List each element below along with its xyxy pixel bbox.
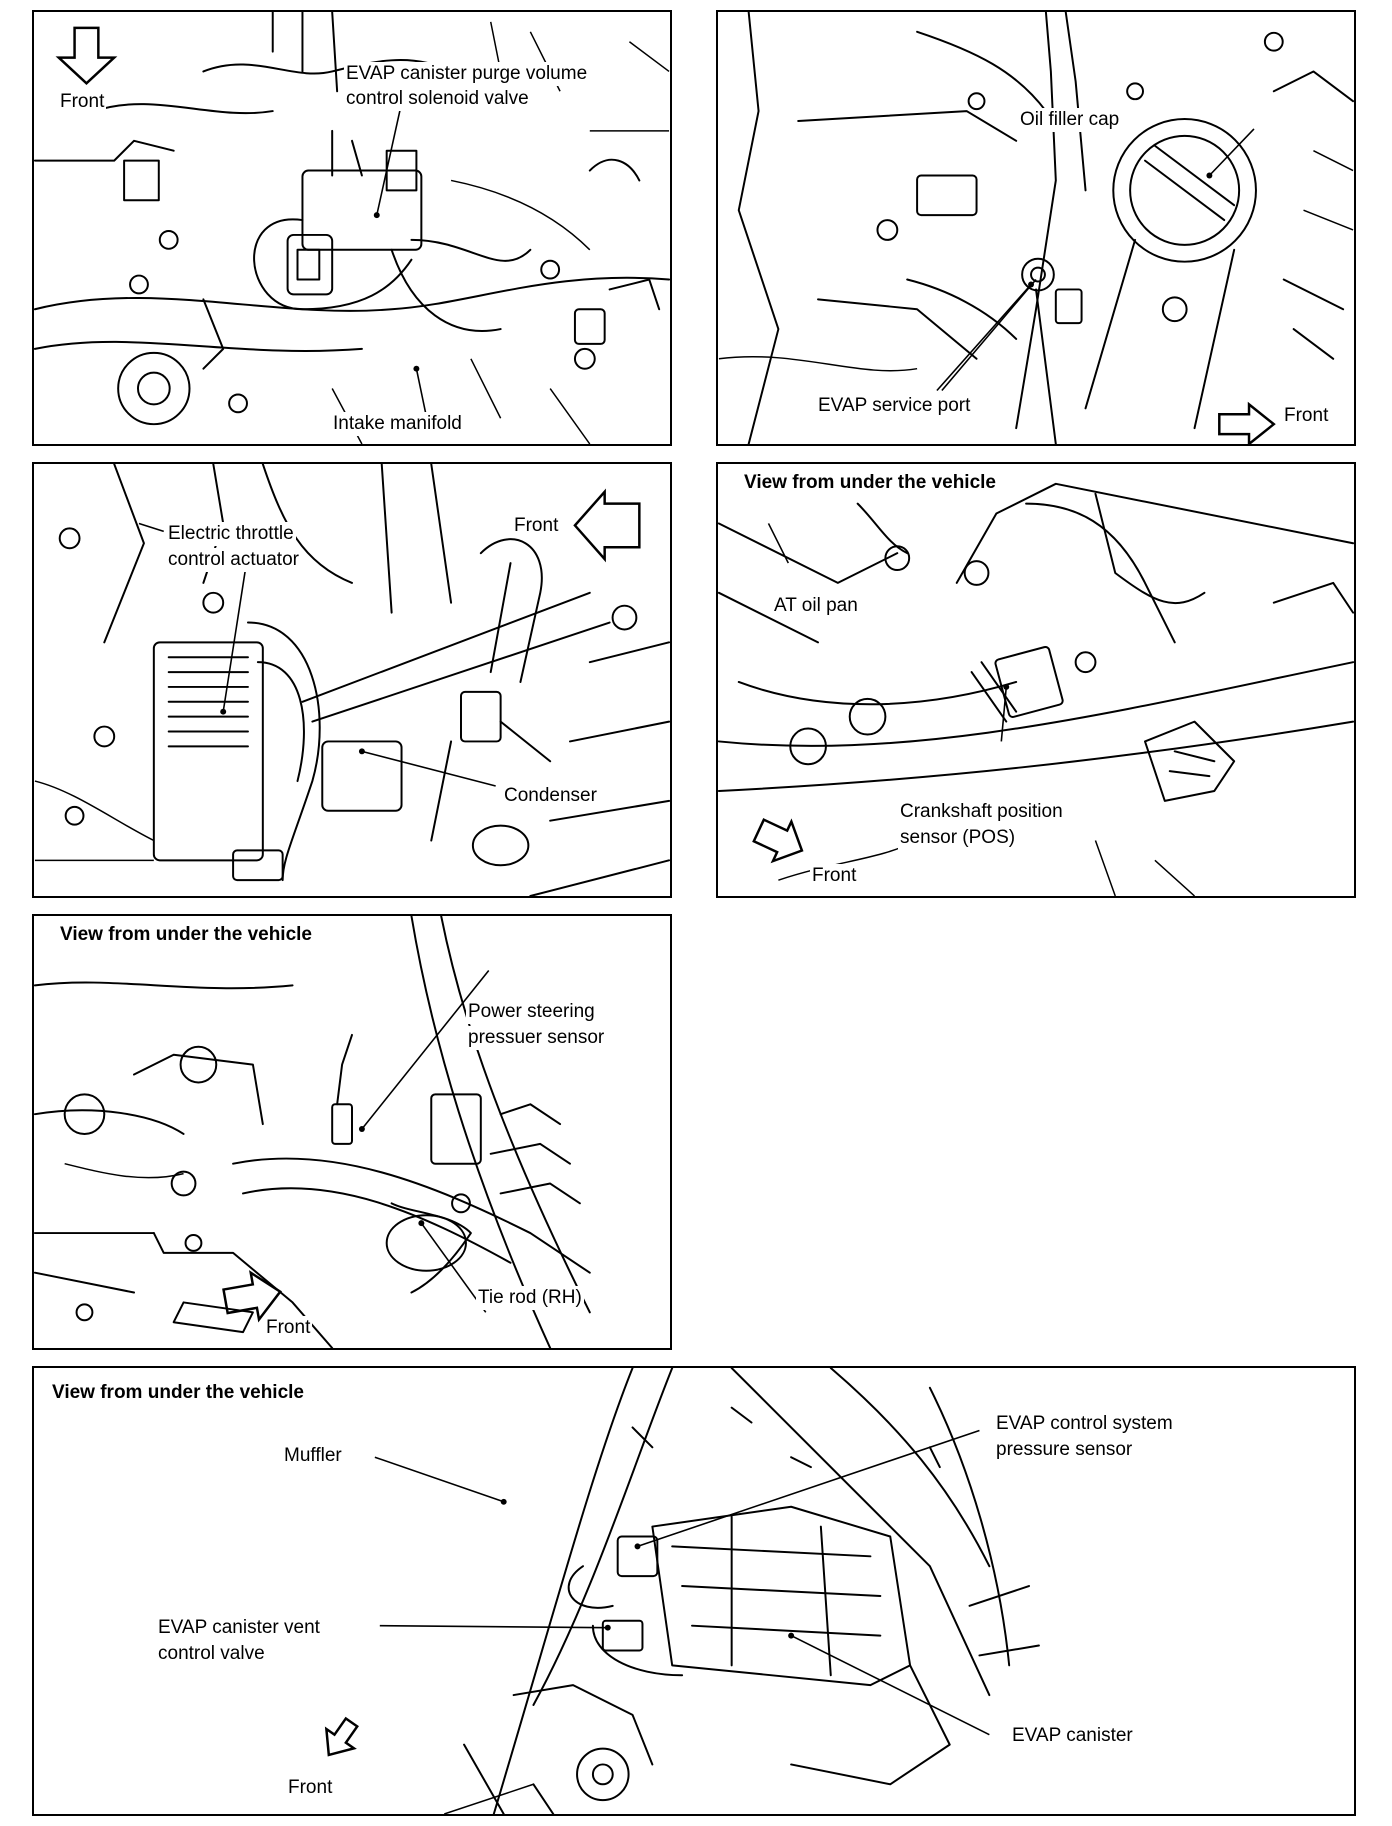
evap-vent-valve-label-line1: EVAP canister vent: [156, 1616, 322, 1640]
throttle-body-illustration: [34, 464, 670, 896]
front-label: Front: [58, 90, 107, 114]
evap-service-port-label: EVAP service port: [816, 394, 973, 418]
panel-evap-canister: View from under the vehicle Muffler EVAP…: [32, 1366, 1356, 1816]
panel-throttle-condenser: Electric throttle control actuator Front…: [32, 462, 672, 898]
view-from-under-header: View from under the vehicle: [742, 472, 999, 494]
panel-power-steering-sensor: View from under the vehicle Power steeri…: [32, 914, 672, 1350]
front-arrow-icon: [324, 1716, 359, 1757]
condenser-label: Condenser: [502, 784, 599, 808]
engine-bay-illustration: [34, 12, 670, 444]
muffler-label: Muffler: [282, 1444, 344, 1468]
throttle-actuator-label-line1: Electric throttle: [166, 522, 296, 546]
underbody-canister-illustration: [324, 1368, 1040, 1814]
front-arrow-icon: [55, 26, 118, 86]
panel-oil-filler-evap-port: Oil filler cap EVAP service port Front: [716, 10, 1356, 446]
crankshaft-sensor-label-line1: Crankshaft position: [898, 800, 1065, 824]
view-from-under-header: View from under the vehicle: [58, 924, 315, 946]
panel-evap-purge-valve: Front EVAP canister purge volume control…: [32, 10, 672, 446]
engine-top-illustration: [718, 12, 1354, 444]
purge-valve-label-line2: control solenoid valve: [344, 87, 531, 111]
evap-pressure-sensor-label-line1: EVAP control system: [994, 1412, 1175, 1436]
evap-canister-label: EVAP canister: [1010, 1724, 1135, 1748]
evap-pressure-sensor-label-line2: pressure sensor: [994, 1438, 1135, 1462]
front-arrow-icon: [752, 818, 804, 864]
front-label: Front: [810, 864, 859, 888]
view-from-under-header: View from under the vehicle: [50, 1382, 307, 1404]
throttle-actuator-label-line2: control actuator: [166, 548, 301, 572]
oil-filler-cap-label: Oil filler cap: [1018, 108, 1122, 132]
intake-manifold-label: Intake manifold: [331, 412, 464, 436]
purge-valve-label-line1: EVAP canister purge volume: [344, 62, 590, 86]
power-steering-sensor-label-line2: pressuer sensor: [466, 1026, 607, 1050]
front-arrow-icon: [222, 1270, 283, 1323]
at-oil-pan-label: AT oil pan: [772, 594, 860, 618]
front-label: Front: [286, 1776, 335, 1800]
underbody-steering-illustration: [34, 916, 591, 1348]
underbody-crank-illustration: [718, 482, 1354, 896]
panel-crankshaft-sensor: View from under the vehicle AT oil pan C…: [716, 462, 1356, 898]
crankshaft-sensor-label-line2: sensor (POS): [898, 826, 1018, 850]
tie-rod-label: Tie rod (RH): [476, 1286, 584, 1310]
power-steering-sensor-label-line1: Power steering: [466, 1000, 597, 1024]
front-arrow-icon: [573, 488, 641, 563]
front-label: Front: [1282, 404, 1331, 428]
evap-vent-valve-label-line2: control valve: [156, 1642, 267, 1666]
front-arrow-icon: [1218, 401, 1276, 444]
front-label: Front: [512, 514, 561, 538]
front-label: Front: [264, 1316, 313, 1340]
